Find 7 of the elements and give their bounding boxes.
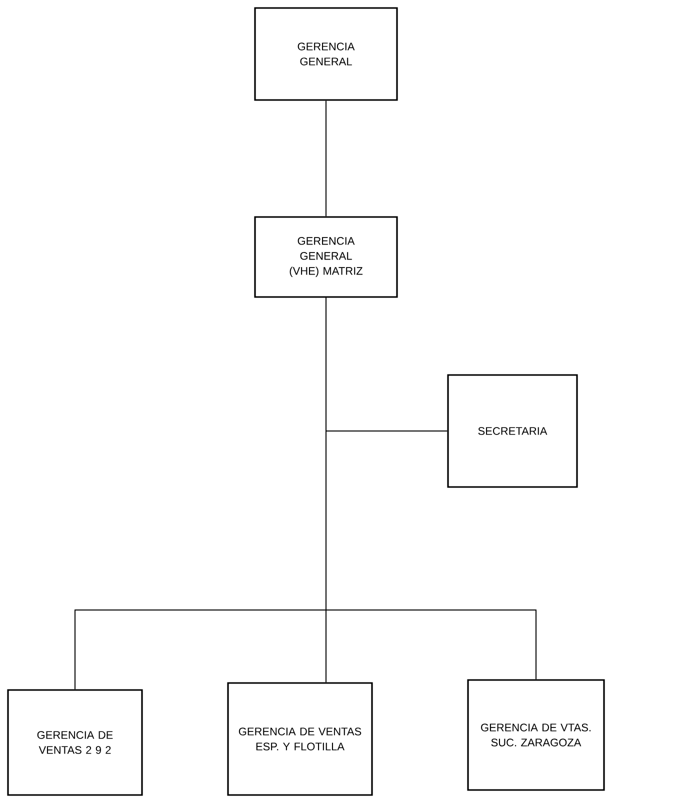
org-box: GERENCIA DE VENTAS 2 9 2 <box>7 689 143 796</box>
org-box: GERENCIA GENERAL <box>254 7 398 101</box>
org-box: GERENCIA DE VENTAS ESP. Y FLOTILLA <box>227 682 373 796</box>
org-box: GERENCIA GENERAL (VHE) MATRIZ <box>254 216 398 298</box>
connector-line <box>326 297 536 680</box>
org-box: SECRETARIA <box>447 374 578 488</box>
org-box: GERENCIA DE VTAS. SUC. ZARAGOZA <box>467 679 605 791</box>
